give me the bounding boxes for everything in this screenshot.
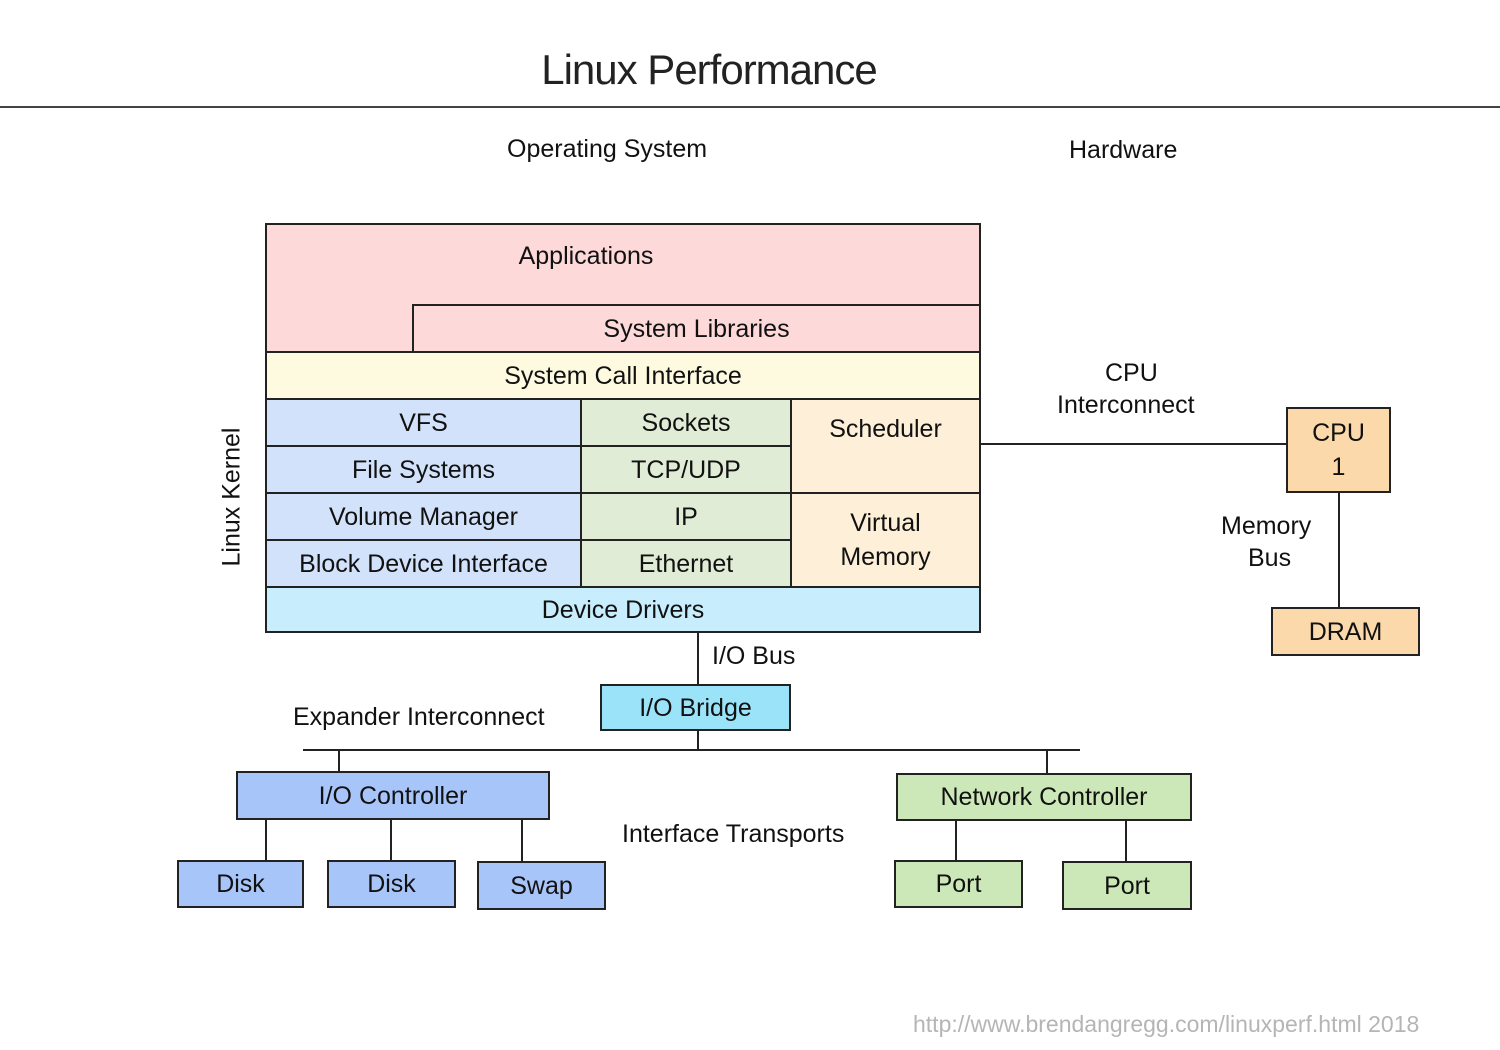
footer-url[interactable]: http://www.brendangregg.com/linuxperf.ht… [913,1011,1420,1037]
virtual-memory-label-line1: Virtual [850,509,921,537]
interface-transports-label: Interface Transports [622,820,845,848]
dram-box[interactable]: DRAM [1271,607,1420,656]
swap-label: Swap [510,871,573,900]
disk2-link-line [390,820,392,861]
io-controller-label: I/O Controller [318,781,468,810]
network-controller-label: Network Controller [940,783,1148,811]
virtual-memory-label-line2: Memory [840,543,931,571]
cpu-interconnect-line [981,443,1287,445]
cpu-label-line1: CPU [1312,419,1365,447]
io-bus-label: I/O Bus [712,642,796,670]
volume-manager-label: Volume Manager [328,502,518,531]
file-systems-label: File Systems [351,455,496,484]
cpu-box[interactable]: CPU 1 [1286,407,1391,493]
disk1-label: Disk [216,870,265,898]
virtual-memory-box[interactable]: Virtual Memory [790,492,981,588]
memory-bus-label-line2: Bus [1248,544,1292,572]
port1-box[interactable]: Port [894,860,1023,908]
scheduler-label: Scheduler [829,415,942,443]
tcp-udp-label: TCP/UDP [631,455,741,484]
ip-label: IP [674,502,698,531]
io-bridge-label: I/O Bridge [639,693,752,722]
swap-box[interactable]: Swap [477,861,606,910]
io-controller-link-line [338,750,340,772]
dram-label: DRAM [1308,617,1383,646]
system-call-interface-box[interactable]: System Call Interface [265,351,981,400]
io-controller-box[interactable]: I/O Controller [236,771,550,820]
disk1-box[interactable]: Disk [177,860,304,908]
sockets-label: Sockets [641,408,731,437]
cpu-interconnect-label-line1: CPU [1105,359,1158,387]
port2-label: Port [1104,871,1150,900]
block-device-interface-box[interactable]: Block Device Interface [265,539,582,588]
tcp-udp-box[interactable]: TCP/UDP [580,445,792,494]
sockets-box[interactable]: Sockets [580,398,792,447]
memory-bus-label-line1: Memory [1221,512,1312,540]
disk2-box[interactable]: Disk [327,860,456,908]
disk2-label: Disk [367,870,416,898]
file-systems-box[interactable]: File Systems [265,445,582,494]
network-controller-box[interactable]: Network Controller [896,773,1192,821]
vfs-box[interactable]: VFS [265,398,582,447]
system-libraries-box[interactable]: System Libraries [412,304,981,353]
port1-link-line [955,821,957,861]
io-bridge-box[interactable]: I/O Bridge [600,684,791,731]
swap-link-line [521,820,523,861]
system-call-interface-label: System Call Interface [504,361,742,390]
section-os-heading: Operating System [507,135,708,163]
title-divider [0,106,1500,108]
vfs-label: VFS [399,408,448,437]
port1-label: Port [935,870,982,898]
io-bridge-down-line [697,731,699,750]
scheduler-box[interactable]: Scheduler [790,398,981,494]
ethernet-label: Ethernet [638,549,734,578]
applications-label: Applications [518,242,654,270]
network-controller-link-line [1046,750,1048,774]
port2-box[interactable]: Port [1062,861,1192,910]
memory-bus-line [1338,493,1340,607]
cpu-interconnect-label-line2: Interconnect [1057,391,1195,419]
page-title: Linux Performance [541,46,878,93]
system-libraries-label: System Libraries [603,314,790,343]
block-device-interface-label: Block Device Interface [299,549,548,578]
device-drivers-label: Device Drivers [541,595,705,624]
expander-interconnect-line [303,749,1080,751]
expander-interconnect-label: Expander Interconnect [293,703,545,731]
port2-link-line [1125,821,1127,861]
cpu-label-line2: 1 [1331,453,1346,481]
linux-kernel-label: Linux Kernel [217,427,246,567]
section-hardware-heading: Hardware [1069,136,1178,164]
device-drivers-box[interactable]: Device Drivers [265,586,981,633]
ip-box[interactable]: IP [580,492,792,541]
io-bus-line [697,633,699,684]
ethernet-box[interactable]: Ethernet [580,539,792,588]
disk1-link-line [265,820,267,861]
volume-manager-box[interactable]: Volume Manager [265,492,582,541]
